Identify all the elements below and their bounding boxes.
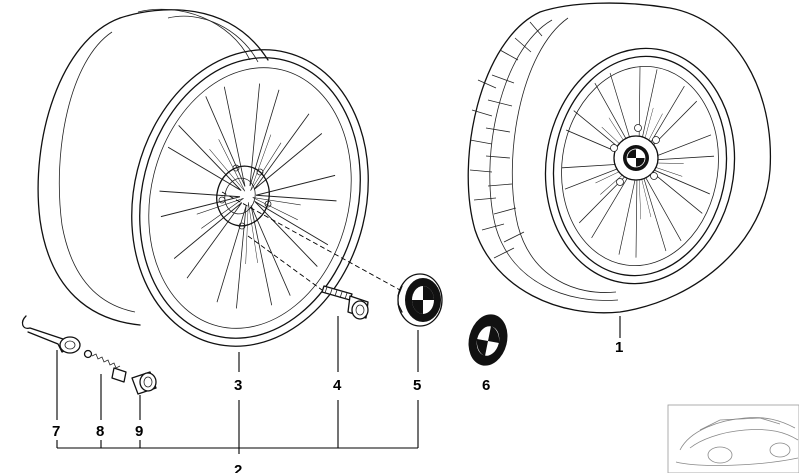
callout-2: 2 [234,462,242,473]
callout-labels: 1 2 3 4 5 6 7 8 9 [52,339,623,473]
hub-cap [397,273,443,327]
alloy-rim [37,8,369,347]
wheel-bolt [321,285,369,320]
callout-6: 6 [482,377,490,394]
bolt-axis [247,235,323,291]
callout-5: 5 [413,377,421,394]
callout-7: 7 [52,423,60,440]
callout-9: 9 [135,423,143,440]
callout-3: 3 [234,377,242,394]
emblem [468,314,508,366]
callout-8: 8 [96,423,104,440]
tire-valve [21,315,81,354]
valve-insert [83,349,127,383]
leader-lines [56,316,621,454]
valve-cap [131,371,157,395]
vehicle-thumbnail [667,404,799,473]
complete-wheel-with-tire [467,2,772,314]
callout-4: 4 [333,377,342,394]
callout-1: 1 [615,339,623,356]
assembly-axis [221,191,401,291]
